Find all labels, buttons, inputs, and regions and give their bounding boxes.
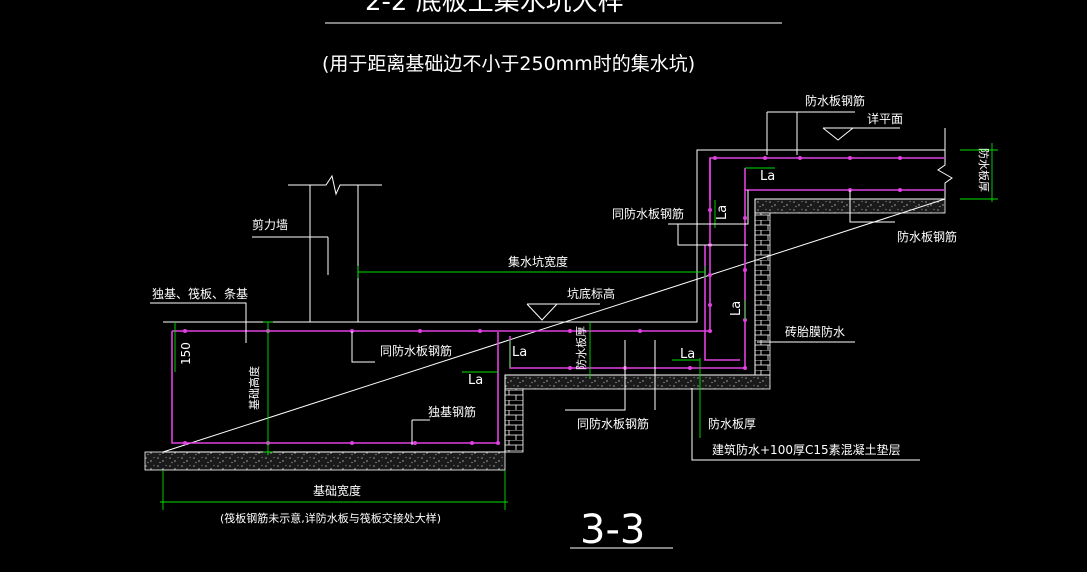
label-waterproof-rebar-top: 防水板钢筋 xyxy=(805,93,865,108)
title: 2-2 底板上集水坑大样 xyxy=(365,0,624,17)
dim-la-lines xyxy=(462,167,775,373)
rebar-extra xyxy=(704,245,740,361)
section-label: 3-3 xyxy=(580,507,645,553)
dim-found-width xyxy=(160,470,508,510)
brick-membrane-left xyxy=(504,388,524,453)
label-same-waterproof-rebar-3: 同防水板钢筋 xyxy=(577,416,649,431)
bedding-left xyxy=(144,451,506,471)
brick-membrane-right xyxy=(754,212,771,376)
subtitle: (用于距离基础边不小于250mm时的集水坑) xyxy=(322,53,695,75)
dim-pit-width xyxy=(357,266,706,278)
label-waterproof-thick-pit: 防水板厚 xyxy=(574,326,588,370)
label-la-bottom: La xyxy=(680,347,695,362)
rebar-pit-bottom xyxy=(540,189,945,369)
label-la-pit: La xyxy=(512,345,527,360)
label-found-height: 基础高度 xyxy=(247,366,261,410)
break-mark-right xyxy=(937,128,953,199)
leader-lines xyxy=(150,111,920,549)
label-bedding: 建筑防水+100厚C15素混凝土垫层 xyxy=(712,442,901,457)
label-pit-bottom-elev: 坑底标高 xyxy=(567,286,615,301)
shear-wall-top xyxy=(288,174,382,196)
label-la-mid-right: La xyxy=(715,205,730,220)
label-la-lower-right: La xyxy=(729,301,744,316)
label-found-rebar: 独基钢筋 xyxy=(428,404,476,419)
label-pit-width: 集水坑宽度 xyxy=(508,254,568,269)
label-same-waterproof-rebar-2: 同防水板钢筋 xyxy=(380,343,452,358)
label-waterproof-rebar-right: 防水板钢筋 xyxy=(897,229,957,244)
label-found-types: 独基、筏板、条基 xyxy=(152,287,248,301)
rebar-pit-inner xyxy=(709,158,746,200)
label-waterproof-thick-bottom: 防水板厚 xyxy=(708,416,756,431)
label-waterproof-thick-right: 防水板厚 xyxy=(977,148,991,192)
rebar-found-bottom xyxy=(171,331,499,444)
label-note: (筏板钢筋未示意,详防水板与筏板交接处大样) xyxy=(220,511,441,525)
shear-wall xyxy=(309,185,359,322)
label-found-width: 基础宽度 xyxy=(313,483,361,498)
bedding-pit xyxy=(504,374,771,390)
label-shear-wall: 剪力墙 xyxy=(252,217,288,232)
dim-waterproof-thick-right xyxy=(960,143,998,202)
concrete-outline xyxy=(162,149,946,453)
label-same-waterproof-rebar-1: 同防水板钢筋 xyxy=(612,206,684,221)
label-brick-membrane: 砖胎膜防水 xyxy=(785,324,845,339)
label-la-left: La xyxy=(468,373,483,388)
label-la-top: La xyxy=(760,169,775,184)
rebar-found-top xyxy=(172,157,945,332)
label-dim-150: 150 xyxy=(179,342,193,365)
dim-found-height xyxy=(263,321,273,455)
label-detail-plan: 详平面 xyxy=(867,111,903,126)
